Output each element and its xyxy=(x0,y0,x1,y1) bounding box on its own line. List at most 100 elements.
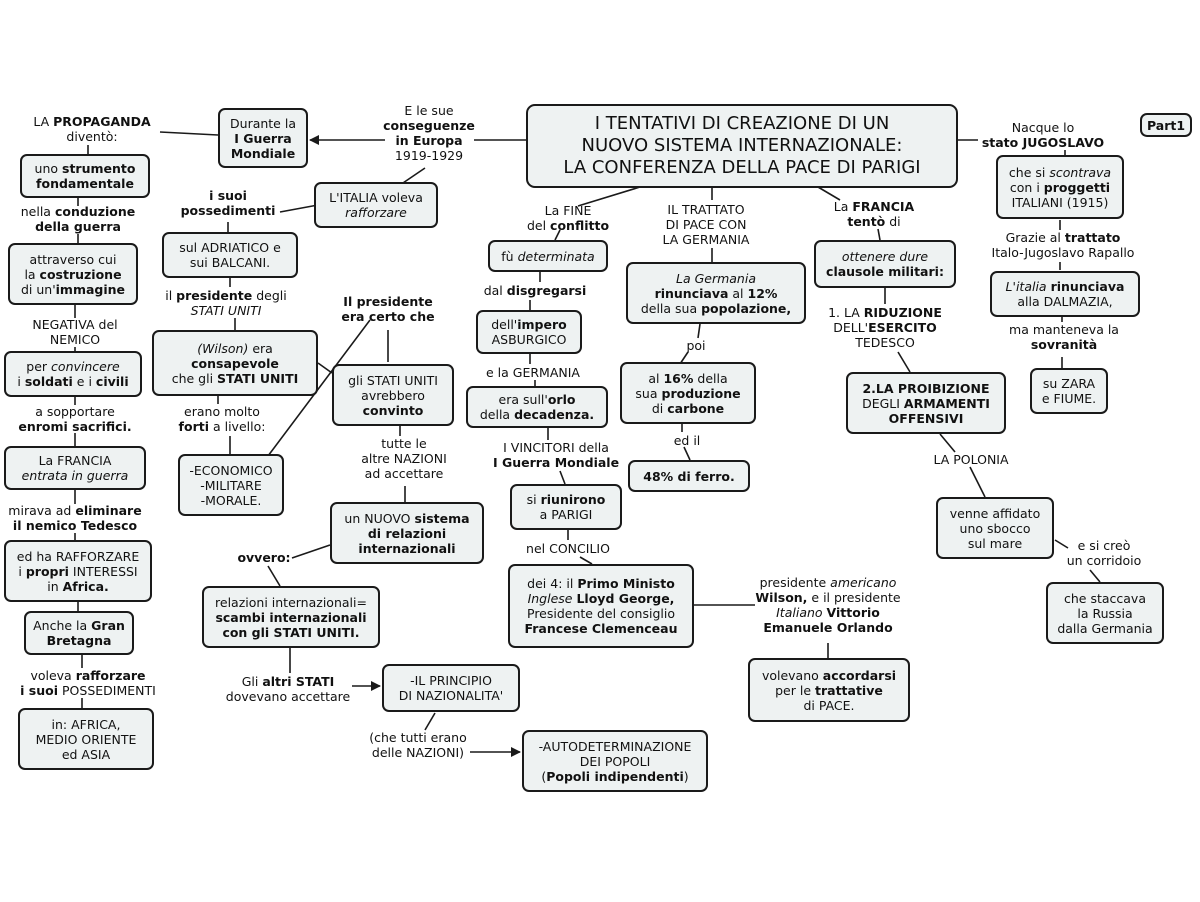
label-disgregarsi: dal disgregarsi xyxy=(470,283,600,298)
edge-vincitori-riunirono xyxy=(559,470,566,485)
node-text-line: un corridoio xyxy=(1066,553,1142,568)
node-determinata: fù determinata xyxy=(488,240,608,272)
node-text-line: venne affidato xyxy=(949,505,1041,521)
node-text-line: (Popoli indipendenti) xyxy=(541,768,689,784)
node-text-line: relazioni internazionali= xyxy=(215,594,367,610)
node-text-line: Italiano Vittorio xyxy=(776,605,880,620)
node-text-line: E le sue xyxy=(404,103,454,118)
node-text-line: DI NAZIONALITA' xyxy=(398,688,504,703)
node-text-line: -MORALE. xyxy=(200,492,262,508)
node-text-line: sul ADRIATICO e xyxy=(179,240,281,255)
edge-riduzione-proibizione xyxy=(897,351,911,373)
label-e-germania: e la GERMANIA xyxy=(470,365,596,380)
node-text-line: sua produzione xyxy=(635,385,741,401)
node-text-line: 1919-1929 xyxy=(394,148,464,163)
node-text-line: che gli STATI UNITI xyxy=(171,370,299,386)
node-text-line: ma manteneva la xyxy=(1009,322,1119,337)
node-text-line: DEGLI ARMAMENTI xyxy=(862,395,990,411)
edge-wilson-usa xyxy=(317,362,333,374)
edge-title-lafrancia xyxy=(817,186,841,201)
node-text-line: sul mare xyxy=(967,535,1023,551)
node-text-line: voleva rafforzare xyxy=(30,668,146,683)
node-text-line: Grazie al trattato xyxy=(1005,230,1121,245)
node-text-line: Italo-Jugoslavo Rapallo xyxy=(991,245,1135,260)
node-text-line: di un'immagine xyxy=(20,281,126,297)
node-text-line: in Europa xyxy=(395,133,463,148)
node-text-line: i suoi POSSEDIMENTI xyxy=(20,683,156,698)
node-text-line: ottenere dure xyxy=(841,249,929,264)
node-text-line: poi xyxy=(686,338,706,353)
node-text-line: ad accettare xyxy=(364,466,444,481)
node-text-line: Wilson, e il presidente xyxy=(755,590,901,605)
node-text-line: con gli STATI UNITI. xyxy=(222,624,360,640)
node-text-line: Mondiale xyxy=(230,145,296,161)
node-text-line: La FRANCIA xyxy=(38,453,112,468)
node-text-line: i propri INTERESSI xyxy=(18,563,138,579)
node-text-line: possedimenti xyxy=(180,203,276,218)
node-economico: -ECONOMICO-MILITARE-MORALE. xyxy=(178,454,284,516)
node-text-line: mirava ad eliminare xyxy=(8,503,142,518)
edge-edil-ferro xyxy=(683,446,691,461)
edge-lafrancia-clausole xyxy=(877,228,881,241)
node-text-line: in: AFRICA, xyxy=(51,716,121,732)
node-text-line: I TENTATIVI DI CREAZIONE DI UN xyxy=(594,113,890,134)
node-text-line: tentò di xyxy=(847,214,901,229)
node-text-line: e FIUME. xyxy=(1041,391,1097,406)
node-text-line: fù determinata xyxy=(501,248,595,264)
node-text-line: MEDIO ORIENTE xyxy=(35,731,137,747)
node-text-line: i suoi xyxy=(209,188,247,203)
node-text-line: stato JUGOSLAVO xyxy=(981,135,1105,150)
node-text-line: forti a livello: xyxy=(178,419,266,434)
node-text-line: al 16% della xyxy=(648,370,728,386)
node-text-line: sovranità xyxy=(1030,337,1098,352)
edge-concilio-dei4 xyxy=(579,556,593,565)
node-text-line: fondamentale xyxy=(36,176,134,191)
node-text-line: delle NAZIONI) xyxy=(371,745,465,760)
node-text-line: era certo che xyxy=(341,309,435,324)
node-text-line: Gli altri STATI xyxy=(241,674,335,689)
node-text-line: si riunirono xyxy=(526,492,606,507)
node-text-line: di carbone xyxy=(651,400,725,416)
node-text-line: 2.LA PROIBIZIONE xyxy=(862,380,990,396)
node-text-line: altre NAZIONI xyxy=(361,451,447,466)
node-text-line: -ECONOMICO xyxy=(189,462,273,478)
edge-italia-possedimenti xyxy=(279,204,319,213)
node-text-line: sui BALCANI. xyxy=(189,255,271,270)
edge-nazionalita-chetutti xyxy=(424,712,436,731)
node-text-line: NEGATIVA del xyxy=(32,317,118,332)
label-concilio: nel CONCILIO xyxy=(510,541,626,556)
node-text-line: ASBURGICO xyxy=(491,332,567,347)
node-text-line: il presidente degli xyxy=(165,288,287,303)
